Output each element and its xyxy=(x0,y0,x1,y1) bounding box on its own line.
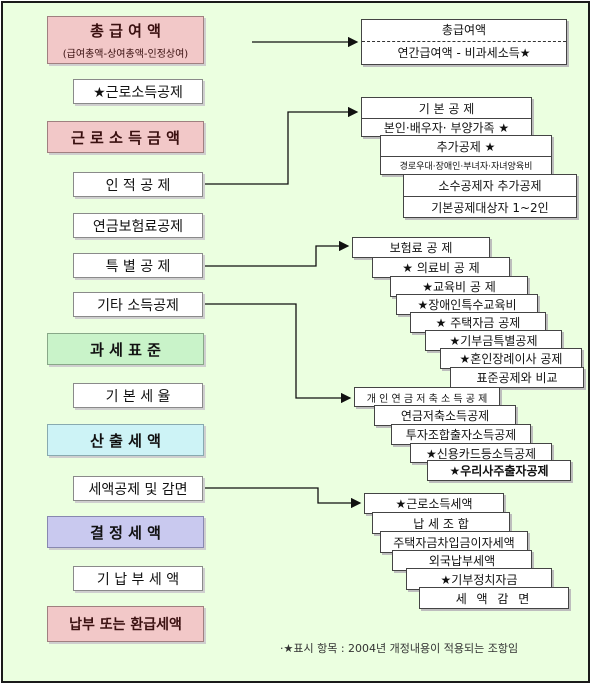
total-salary-subtitle: (급여총액-상여총액-인정상여) xyxy=(62,49,189,60)
other-item-4: ★우리사주출자공제 xyxy=(427,460,571,481)
calculated-tax-box: 산 출 세 액 xyxy=(47,424,204,456)
prepaid-tax-box: 기 납 부 세 액 xyxy=(73,566,203,591)
pension-deduction-box: 연금보험료공제 xyxy=(73,213,203,238)
other-item-1: 연금저축소득공제 xyxy=(374,405,516,426)
basic-rate-box: 기 본 세 율 xyxy=(73,383,203,408)
credit-item-2: 주택자금차입금이자세액 xyxy=(380,531,528,553)
personal-item-self-spouse: 본인·배우자· 부양가족 ★ xyxy=(361,118,532,137)
total-salary-detail-line2: 연간급여액 - 비과세소득★ xyxy=(397,45,531,60)
personal-item-additional: 추가공제 ★ xyxy=(380,135,552,157)
tax-credit-box: 세액공제 및 감면 xyxy=(73,476,203,501)
other-item-2: 투자조합출자소득공제 xyxy=(391,424,531,445)
earned-income-box: 근 로 소 득 금 액 xyxy=(47,121,204,153)
special-item-1: ★ 의료비 공 제 xyxy=(372,257,510,278)
total-salary-box: 총 급 여 액 (급여총액-상여총액-인정상여) xyxy=(47,16,204,64)
other-deduction-box: 기타 소득공제 xyxy=(73,292,203,317)
footnote: ·★표시 항목 : 2004년 개정내용이 적용되는 조항임 xyxy=(280,642,519,655)
determined-tax-box: 결 정 세 액 xyxy=(47,516,204,548)
personal-item-basic: 기 본 공 제 xyxy=(361,97,532,119)
tax-base-box: 과 세 표 준 xyxy=(47,333,204,365)
special-item-4: ★ 주택자금 공제 xyxy=(410,312,546,333)
special-deduction-box: 특 별 공 제 xyxy=(73,253,203,278)
special-item-6: ★혼인장례이사 공제 xyxy=(440,348,582,369)
personal-item-few-dependents: 소수공제자 추가공제 xyxy=(403,174,577,197)
special-item-0: 보험료 공 제 xyxy=(352,237,490,258)
arrow-other xyxy=(202,303,352,404)
other-item-3: ★신용카드등소득공제 xyxy=(410,443,552,463)
arrow-special xyxy=(202,240,350,267)
personal-item-dependent-count: 기본공제대상자 1~2인 xyxy=(403,196,577,218)
arrow-credit xyxy=(202,487,362,509)
total-salary-title: 총 급 여 액 xyxy=(90,22,161,40)
payment-refund-box: 납부 또는 환급세액 xyxy=(47,606,204,642)
other-item-0: 개 인 연 금 저 축 소 득 공 제 xyxy=(354,387,500,407)
credit-item-5: 세 액 감 면 xyxy=(419,587,569,609)
total-salary-detail-box: 총급여액 연간급여액 - 비과세소득★ xyxy=(361,19,567,65)
arrow-personal xyxy=(202,106,359,185)
personal-item-elderly-disabled: 경로우대·장애인·부녀자·자녀양육비 xyxy=(380,156,552,175)
total-salary-detail-line1: 총급여액 xyxy=(362,20,566,42)
special-item-7: 표준공제와 비교 xyxy=(450,367,584,388)
credit-item-0: ★근로소득세액 xyxy=(364,493,504,514)
earned-income-deduction-box: ★근로소득공제 xyxy=(73,79,203,104)
personal-deduction-box: 인 적 공 제 xyxy=(73,172,203,197)
